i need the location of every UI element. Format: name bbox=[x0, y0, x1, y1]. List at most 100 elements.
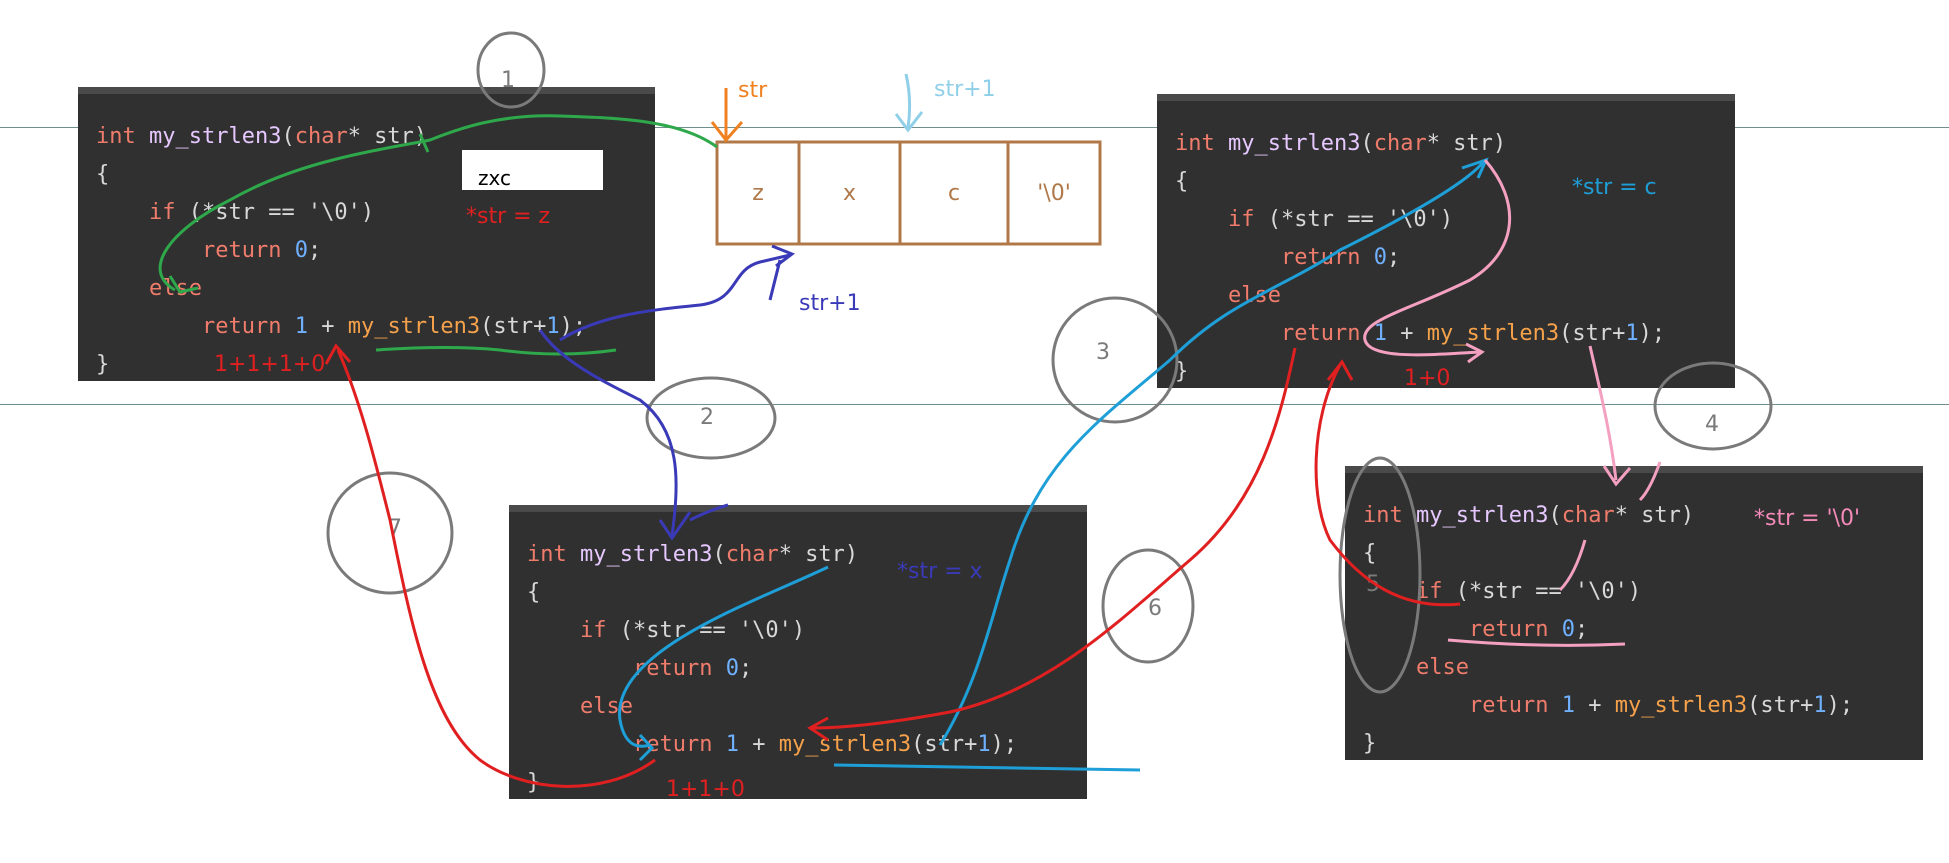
code-line-return0: return 0; bbox=[96, 238, 321, 263]
semicolon: ; bbox=[1386, 245, 1401, 270]
code-frame-3: int my_strlen3(char* str) { if (*str == … bbox=[1157, 94, 1735, 388]
brace-close: } bbox=[1363, 731, 1377, 756]
code-line-brace-open: { bbox=[1175, 169, 1188, 194]
label-str-plus1-bottom: str+1 bbox=[799, 291, 861, 316]
num-one: 1 bbox=[1373, 321, 1387, 346]
condition: (*str == '\0') bbox=[606, 618, 806, 643]
num-zero: 0 bbox=[1373, 245, 1387, 270]
kw-else: else bbox=[148, 276, 202, 301]
fn-name: my_strlen3 bbox=[1228, 131, 1361, 156]
fn-name: my_strlen3 bbox=[149, 124, 282, 149]
call-end: ); bbox=[1826, 693, 1854, 718]
num-one: 1 bbox=[1625, 321, 1639, 346]
call-end: ); bbox=[990, 732, 1018, 757]
step-3-label: 3 bbox=[1096, 340, 1110, 365]
call-arg: (str+ bbox=[1559, 321, 1626, 346]
call-end: ); bbox=[1638, 321, 1666, 346]
kw-return: return bbox=[1280, 245, 1361, 270]
code-line-brace-close: } bbox=[527, 770, 540, 795]
code-line-else: else bbox=[96, 276, 202, 301]
kw-if: if bbox=[148, 200, 176, 225]
num-one: 1 bbox=[294, 314, 308, 339]
num-one: 1 bbox=[1813, 693, 1827, 718]
label-sum-frame2: 1+1+0 bbox=[666, 777, 745, 802]
kw-return: return bbox=[1280, 321, 1361, 346]
array-cell-2: c bbox=[947, 180, 961, 206]
kw-return: return bbox=[1468, 617, 1549, 642]
kw-if: if bbox=[1415, 579, 1443, 604]
kw-return: return bbox=[201, 238, 282, 263]
kw-else: else bbox=[579, 694, 633, 719]
condition: (*str == '\0') bbox=[1254, 207, 1454, 232]
num-one: 1 bbox=[725, 732, 739, 757]
step-4-label: 4 bbox=[1705, 412, 1719, 437]
plus: + bbox=[307, 314, 348, 339]
guide-line-bottom bbox=[0, 404, 1949, 405]
label-star-str-c: *str = c bbox=[1572, 175, 1657, 200]
code-line-if: if (*str == '\0') bbox=[1175, 207, 1453, 232]
code-line-if: if (*str == '\0') bbox=[96, 200, 374, 225]
code-frame-1: int my_strlen3(char* str) { if (*str == … bbox=[78, 87, 655, 381]
kw-if: if bbox=[1227, 207, 1255, 232]
code-line-return0: return 0; bbox=[1363, 617, 1588, 642]
fn-name: my_strlen3 bbox=[1416, 503, 1549, 528]
label-star-str-x: *str = x bbox=[897, 559, 983, 584]
kw-else: else bbox=[1415, 655, 1469, 680]
kw-char: char bbox=[1561, 503, 1615, 528]
sig-tail: * str) bbox=[1614, 503, 1695, 528]
fn-call: my_strlen3 bbox=[347, 314, 481, 339]
condition: (*str == '\0') bbox=[175, 200, 375, 225]
semicolon: ; bbox=[1574, 617, 1589, 642]
num-one: 1 bbox=[1561, 693, 1575, 718]
num-one: 1 bbox=[977, 732, 991, 757]
code-line-brace-close: } bbox=[96, 352, 109, 377]
plus: + bbox=[1386, 321, 1427, 346]
brace-open: { bbox=[1175, 169, 1189, 194]
label-str-plus1-top: str+1 bbox=[934, 77, 996, 102]
fn-name: my_strlen3 bbox=[580, 542, 713, 567]
code-line-brace-close: } bbox=[1363, 731, 1376, 756]
kw-return: return bbox=[632, 732, 713, 757]
step-2-label: 2 bbox=[700, 405, 714, 430]
call-arg: (str+ bbox=[911, 732, 978, 757]
call-arg: (str+ bbox=[1747, 693, 1814, 718]
plus: + bbox=[1574, 693, 1615, 718]
label-sum-frame3: 1+0 bbox=[1404, 366, 1451, 391]
code-line-return-rec: return 1 + my_strlen3(str+1); bbox=[1363, 693, 1853, 718]
label-str: str bbox=[738, 78, 768, 103]
call-end: ); bbox=[559, 314, 587, 339]
open-paren: ( bbox=[712, 542, 726, 567]
brace-close: } bbox=[96, 352, 110, 377]
code-line-signature: int my_strlen3(char* str) bbox=[1175, 131, 1506, 156]
kw-char: char bbox=[294, 124, 348, 149]
brace-open: { bbox=[1363, 541, 1377, 566]
semicolon: ; bbox=[738, 656, 753, 681]
brace-close: } bbox=[1175, 359, 1189, 384]
array-cell-0: z bbox=[752, 180, 764, 206]
step-6-label: 6 bbox=[1148, 596, 1162, 621]
array-cell-1: x bbox=[842, 180, 857, 206]
step-1-label: 1 bbox=[501, 68, 515, 93]
kw-char: char bbox=[725, 542, 779, 567]
num-one: 1 bbox=[546, 314, 560, 339]
kw-char: char bbox=[1373, 131, 1427, 156]
num-zero: 0 bbox=[1561, 617, 1575, 642]
code-line-signature: int my_strlen3(char* str) bbox=[527, 542, 858, 567]
str-plus1-pointer-arrow bbox=[894, 73, 924, 133]
code-line-brace-open: { bbox=[1363, 541, 1376, 566]
code-line-return-rec: return 1 + my_strlen3(str+1); bbox=[96, 314, 586, 339]
kw-return: return bbox=[632, 656, 713, 681]
open-paren: ( bbox=[281, 124, 295, 149]
code-frame-2: int my_strlen3(char* str) { if (*str == … bbox=[509, 505, 1087, 799]
sig-tail: * str) bbox=[1426, 131, 1507, 156]
kw-if: if bbox=[579, 618, 607, 643]
zxc-label: zxc bbox=[478, 166, 511, 190]
guide-line-top bbox=[0, 127, 1949, 128]
kw-else: else bbox=[1227, 283, 1281, 308]
kw-int: int bbox=[1363, 503, 1403, 528]
code-line-signature: int my_strlen3(char* str) bbox=[96, 124, 427, 149]
brace-open: { bbox=[527, 580, 541, 605]
kw-int: int bbox=[1175, 131, 1215, 156]
code-line-brace-open: { bbox=[96, 162, 109, 187]
step-5-label: 5 bbox=[1366, 572, 1380, 597]
